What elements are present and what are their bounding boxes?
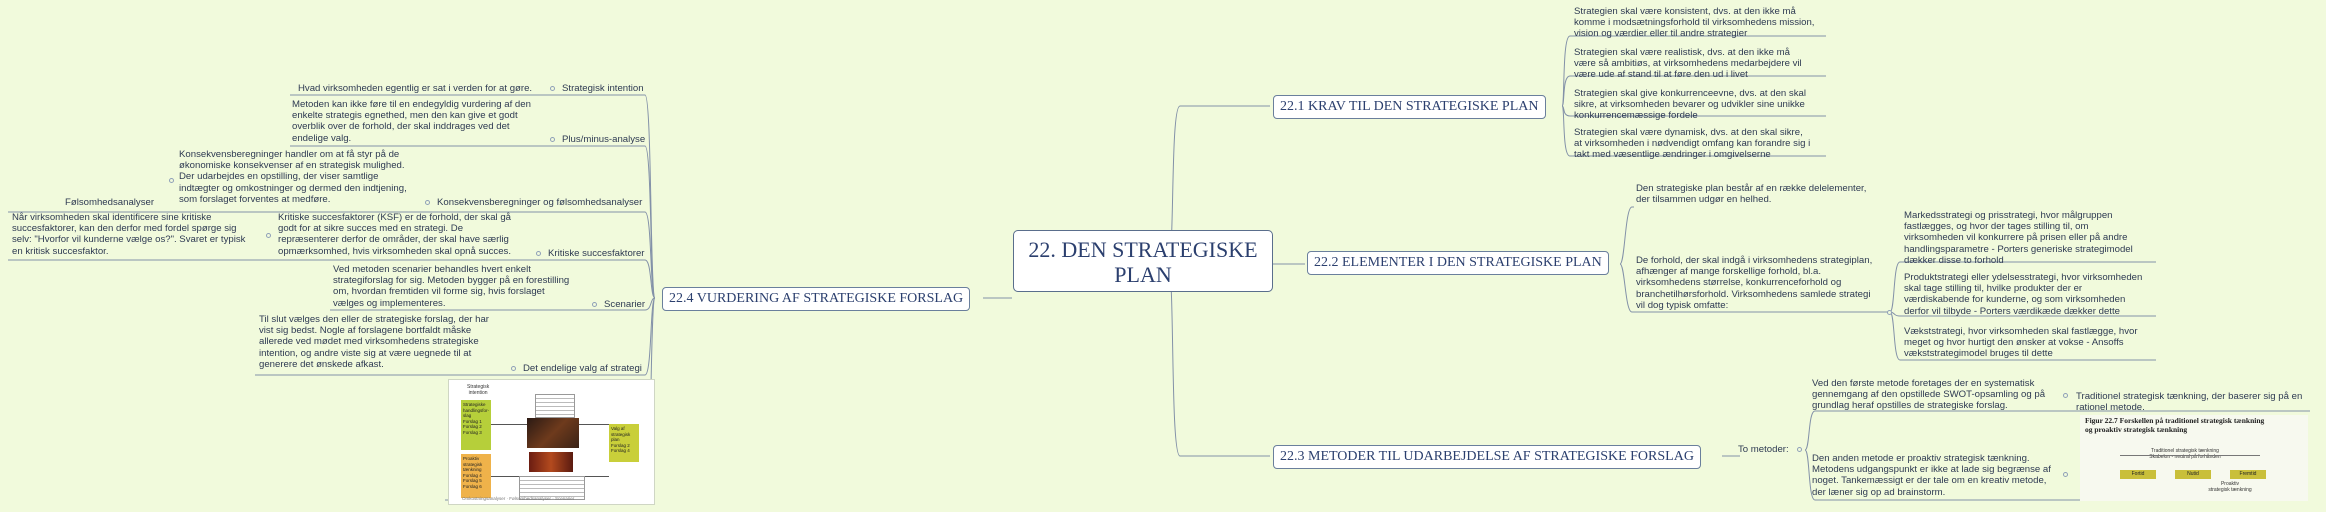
topic-metoder-title: 22.3 METODER TIL UDARBEJDELSE AF STRATEG… xyxy=(1280,449,1694,464)
expand-dot[interactable] xyxy=(511,366,516,371)
vurdering-konsekvens-label: Konsekvensberegninger og følsomhedsanaly… xyxy=(437,197,643,208)
elementer-intro: Den strategiske plan består af en række … xyxy=(1636,183,1867,206)
expand-dot[interactable] xyxy=(536,251,541,256)
topic-elementer[interactable]: 22.2 ELEMENTER I DEN STRATEGISKE PLAN xyxy=(1307,251,1609,275)
metoder-traditionel: Traditionel strategisk tænkning, der bas… xyxy=(2076,391,2303,414)
vurdering-strategisk-intention-label: Strategisk intention xyxy=(562,83,644,94)
vurdering-plus-minus-label: Plus/minus-analyse xyxy=(562,134,646,145)
krav-item-3: Strategien skal give konkurrenceevne, dv… xyxy=(1574,88,1806,122)
topic-krav-title: 22.1 KRAV TIL DEN STRATEGISKE PLAN xyxy=(1280,99,1539,114)
metoder-figure-bottom-label: Proaktiv strategisk tænkning xyxy=(2208,481,2252,493)
expand-dot[interactable] xyxy=(1797,447,1802,452)
vurdering-strategisk-intention-text: Hvad virksomheden egentlig er sat i verd… xyxy=(298,83,533,94)
topic-krav[interactable]: 22.1 KRAV TIL DEN STRATEGISKE PLAN xyxy=(1273,95,1546,119)
krav-item-4: Strategien skal være dynamisk, dvs. at d… xyxy=(1574,127,1811,161)
metoder-figure-box-3: Fremtid xyxy=(2230,470,2266,479)
vurdering-folsomhed-label: Følsomhedsanalyser xyxy=(65,197,155,208)
metoder-figure-box-1: Fortid xyxy=(2120,470,2156,479)
expand-dot[interactable] xyxy=(1887,310,1892,315)
expand-dot[interactable] xyxy=(550,137,555,142)
vurdering-plus-minus-text: Metoden kan ikke føre til en endegyldig … xyxy=(292,99,531,144)
metoder-figure-caption: Figur 22.7 Forskellen på traditionel str… xyxy=(2085,416,2265,434)
elementer-forhold: De forhold, der skal indgå i virksomhede… xyxy=(1636,255,1873,311)
central-topic-title: 22. DEN STRATEGISKE PLAN xyxy=(1028,237,1258,287)
vurdering-figure-red-image xyxy=(529,452,573,472)
metoder-figure: Figur 22.7 Forskellen på traditionel str… xyxy=(2080,415,2308,501)
krav-item-1: Strategien skal være konsistent, dvs. at… xyxy=(1574,6,1815,40)
vurdering-figure-table-2 xyxy=(519,476,585,500)
elementer-sub-1: Markedsstrategi og prisstrategi, hvor må… xyxy=(1904,210,2133,266)
elementer-sub-3: Vækststrategi, hvor virksomheden skal fa… xyxy=(1904,326,2138,360)
expand-dot[interactable] xyxy=(592,302,597,307)
vurdering-figure-orange-box: Proaktiv strategisk tænkning Forslag 4 F… xyxy=(461,454,491,498)
vurdering-figure-dark-image xyxy=(527,418,579,448)
vurdering-ksf-label: Kritiske succesfaktorer xyxy=(548,248,645,259)
vurdering-konsekvens-text: Konsekvensberegninger handler om at få s… xyxy=(179,149,407,205)
vurdering-ksf-text: Kritiske succesfaktorer (KSF) er de forh… xyxy=(278,212,512,257)
vurdering-scenarier-label: Scenarier xyxy=(604,299,646,310)
krav-item-2: Strategien skal være realistisk, dvs. at… xyxy=(1574,47,1802,81)
vurdering-figure-table-1 xyxy=(535,394,575,418)
vurdering-endelige-label: Det endelige valg af strategi xyxy=(523,363,642,374)
vurdering-figure-right-box: Valg af strategisk plan Forslag 2 Forsla… xyxy=(609,424,639,462)
metoder-to-metoder: To metoder: xyxy=(1738,444,1789,455)
metoder-figure-box-2: Nutid xyxy=(2175,470,2211,479)
expand-dot[interactable] xyxy=(425,200,430,205)
expand-dot[interactable] xyxy=(550,86,555,91)
expand-dot[interactable] xyxy=(2063,472,2068,477)
expand-dot[interactable] xyxy=(266,233,271,238)
vurdering-figure-green-box: Strategiske handlingsfor- slag Forslag 1… xyxy=(461,400,491,450)
vurdering-endelige-text: Til slut vælges den eller de strategiske… xyxy=(259,314,490,370)
vurdering-scenarier-text: Ved metoden scenarier behandles hvert en… xyxy=(333,264,570,309)
topic-elementer-title: 22.2 ELEMENTER I DEN STRATEGISKE PLAN xyxy=(1314,255,1602,270)
vurdering-figure-top-label: Strategisk intention xyxy=(467,384,490,396)
vurdering-figure: Strategisk intention Strategiske handlin… xyxy=(448,379,655,505)
metoder-first: Ved den første metode foretages der en s… xyxy=(1812,378,2046,412)
topic-metoder[interactable]: 22.3 METODER TIL UDARBEJDELSE AF STRATEG… xyxy=(1273,445,1701,469)
metoder-second: Den anden metode er proaktiv strategisk … xyxy=(1812,453,2051,498)
topic-vurdering[interactable]: 22.4 VURDERING AF STRATEGISKE FORSLAG xyxy=(662,287,971,311)
central-topic[interactable]: 22. DEN STRATEGISKE PLAN xyxy=(1013,230,1273,292)
topic-vurdering-title: 22.4 VURDERING AF STRATEGISKE FORSLAG xyxy=(669,291,964,306)
vurdering-ksf-left-text: Når virksomheden skal identificere sine … xyxy=(12,212,246,257)
metoder-figure-top-label: Traditionel strategisk tænkning Skabelon… xyxy=(2149,448,2221,460)
elementer-sub-2: Produktstrategi eller ydelsesstrategi, h… xyxy=(1904,272,2143,317)
vurdering-figure-caption: Omkostningsanalyser · Følsomhedsanalyser… xyxy=(462,496,575,501)
line-central-metoder xyxy=(1167,263,1270,457)
expand-dot[interactable] xyxy=(2063,393,2068,398)
expand-dot[interactable] xyxy=(169,178,174,183)
